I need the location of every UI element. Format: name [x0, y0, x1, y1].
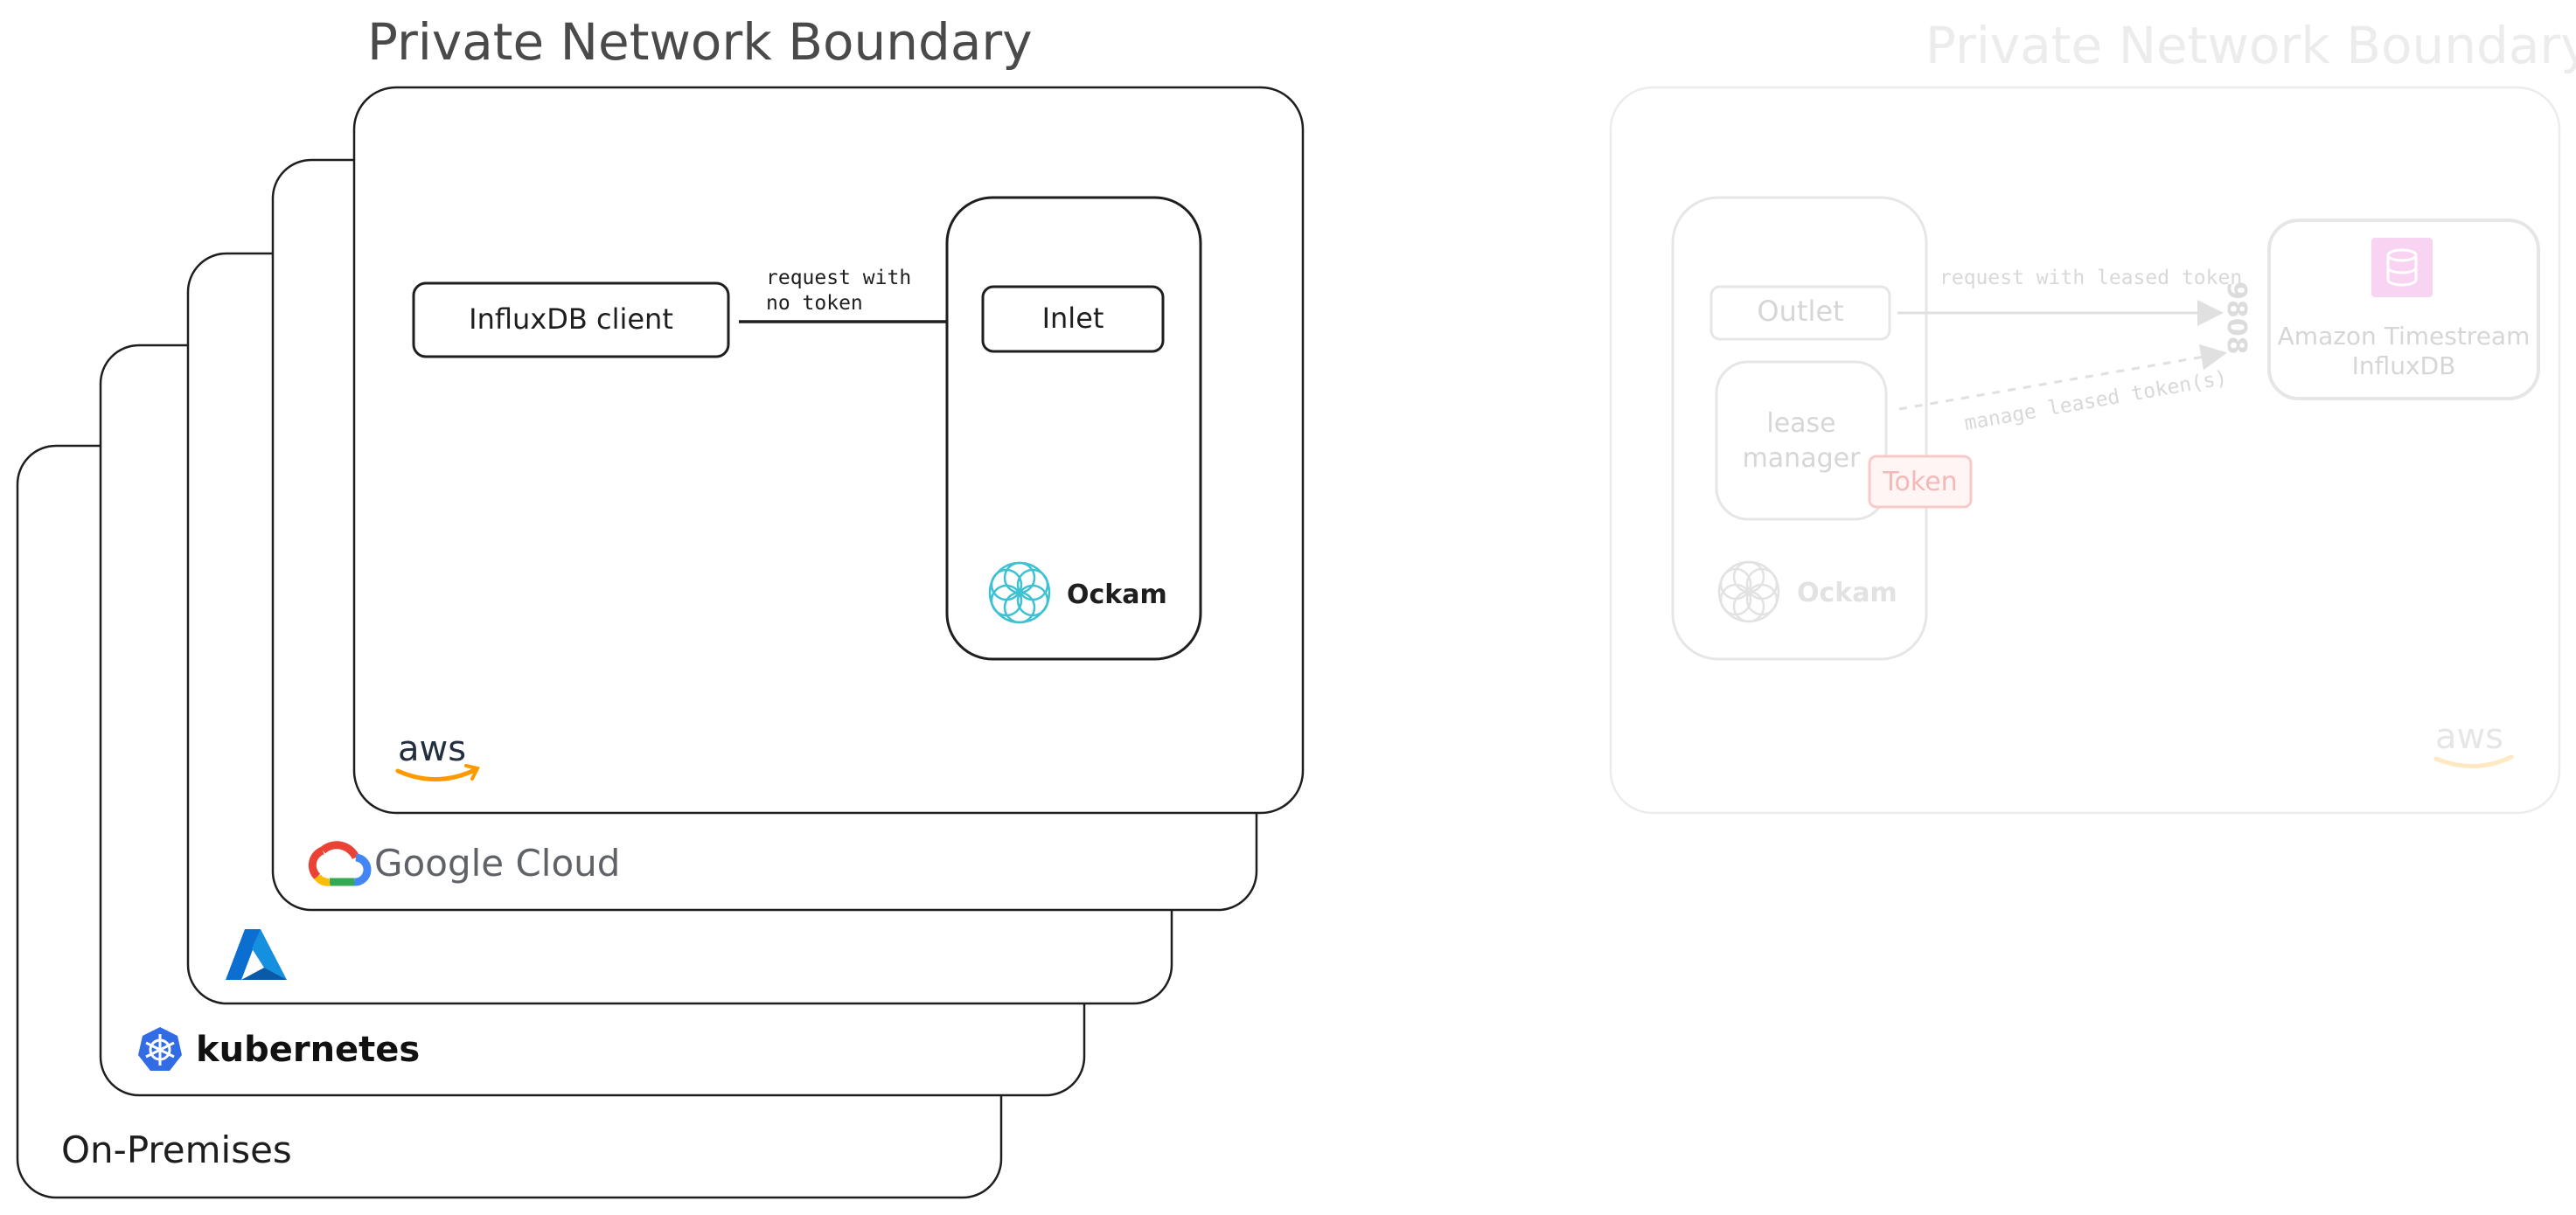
aws-layer: aws InfluxDB client request with no toke…: [352, 86, 1305, 815]
outlet-box: [1709, 285, 1891, 341]
lease-manager-line2: manager: [1743, 443, 1862, 474]
outlet-label: Outlet: [1757, 295, 1843, 328]
left-diagram: Private Network Boundary On-Premises kub…: [16, 12, 1305, 1199]
influxdb-client-node: InfluxDB client: [412, 281, 730, 358]
aws-logo-text: aws: [398, 729, 466, 769]
timestream-line2: InfluxDB: [2352, 351, 2456, 380]
google-cloud-icon: [308, 841, 372, 886]
aws-smile-icon: [395, 767, 479, 781]
manage-token-arrow: [1898, 344, 2227, 411]
google-cloud-label: Google Cloud: [374, 842, 620, 885]
right-aws-smile-icon: [2433, 754, 2514, 768]
token-box: [1868, 455, 1973, 509]
ockam-label: Ockam: [1067, 580, 1167, 610]
port-label: 9808: [2221, 281, 2252, 355]
leased-request-label: request with leased token: [1939, 267, 2242, 289]
right-ockam-logo-icon: [1717, 560, 1780, 623]
token-label: Token: [1882, 467, 1957, 497]
timestream-line1: Amazon Timestream: [2278, 322, 2531, 351]
timestream-box: [2267, 219, 2540, 400]
ockam-logo-icon: [988, 561, 1051, 624]
right-diagram: Private Network Boundary Outlet lease ma…: [1609, 16, 2576, 815]
right-title: Private Network Boundary: [1925, 16, 2576, 75]
lease-manager-box: [1715, 360, 1888, 521]
inlet-box: [981, 285, 1165, 353]
inlet-label: Inlet: [1042, 302, 1104, 335]
timestream-db-icon: [2371, 238, 2433, 297]
influxdb-client-label: InfluxDB client: [469, 302, 673, 336]
arrow-label-line2: no token: [766, 292, 863, 315]
arrow-label-line1: request with: [766, 267, 911, 289]
ockam-node: Inlet Ockam: [945, 196, 1202, 661]
kubernetes-icon: [138, 1027, 182, 1071]
azure-icon: [226, 929, 287, 980]
right-aws-logo-text: aws: [2435, 717, 2503, 757]
kubernetes-label: kubernetes: [196, 1030, 420, 1070]
right-ockam-label: Ockam: [1797, 578, 1897, 608]
left-title: Private Network Boundary: [367, 12, 1033, 72]
lease-manager-line1: lease: [1766, 408, 1835, 439]
on-premises-label: On-Premises: [61, 1128, 292, 1171]
